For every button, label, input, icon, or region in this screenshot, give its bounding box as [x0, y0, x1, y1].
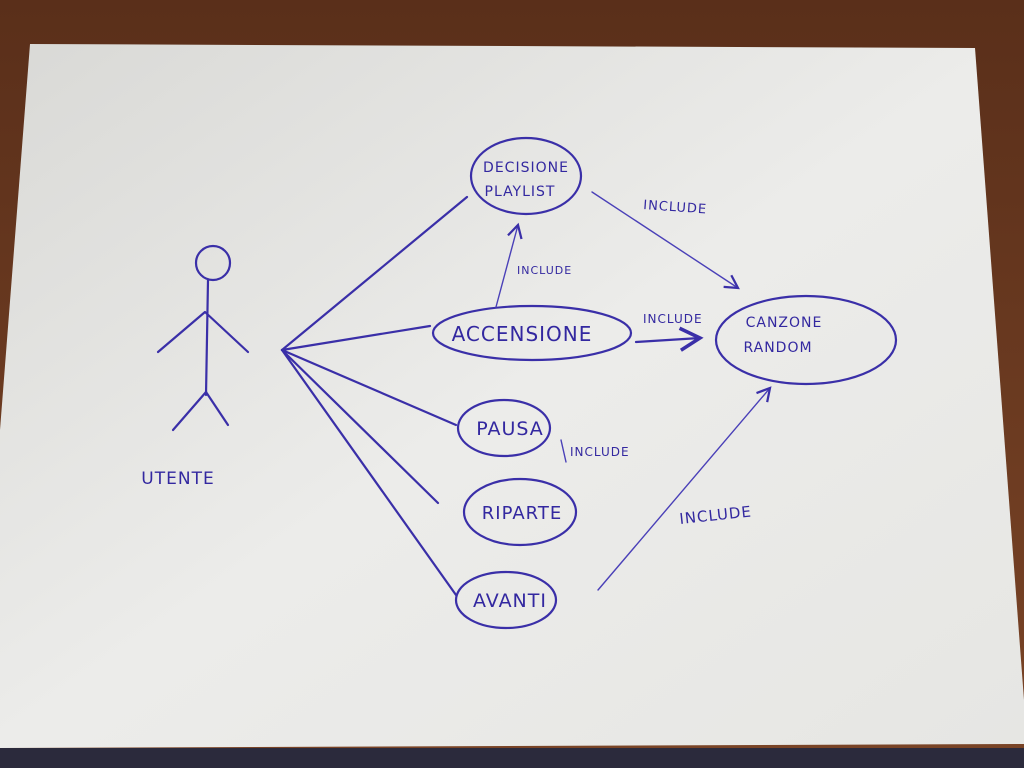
- canzone-random-line2: RANDOM: [743, 340, 812, 356]
- actor-stick-figure: [156, 244, 250, 432]
- actor-associations: [280, 195, 469, 597]
- canzone-random-line1: CANZONE: [746, 315, 823, 331]
- paper-sheet: [0, 44, 1024, 748]
- desk-bottom-edge: [0, 748, 1024, 768]
- include-accensione-to-decisione: INCLUDE: [495, 222, 572, 308]
- use-case-riparte: RIPARTE: [462, 477, 578, 547]
- include-label-1: INCLUDE: [517, 264, 572, 277]
- include-accensione-to-canzone: INCLUDE: [634, 312, 704, 352]
- accensione-label: ACCENSIONE: [452, 322, 593, 346]
- include-label-4: INCLUDE: [570, 445, 630, 459]
- use-case-decisione-playlist: DECISIONE PLAYLIST: [469, 136, 583, 216]
- avanti-label: AVANTI: [473, 590, 547, 612]
- include-decisione-to-canzone: INCLUDE: [591, 191, 740, 290]
- include-pausa: INCLUDE: [560, 439, 630, 463]
- use-case-pausa: PAUSA: [456, 398, 552, 458]
- riparte-label: RIPARTE: [482, 503, 562, 524]
- use-case-accensione: ACCENSIONE: [431, 304, 633, 362]
- include-label-2: INCLUDE: [643, 198, 708, 217]
- actor-label: UTENTE: [141, 469, 214, 489]
- use-case-avanti: AVANTI: [454, 570, 558, 630]
- include-label-3: INCLUDE: [643, 312, 703, 326]
- pausa-label: PAUSA: [476, 418, 544, 440]
- decisione-playlist-line1: DECISIONE: [483, 160, 569, 176]
- use-case-canzone-random: CANZONE RANDOM: [714, 294, 898, 386]
- decisione-playlist-line2: PLAYLIST: [485, 184, 556, 200]
